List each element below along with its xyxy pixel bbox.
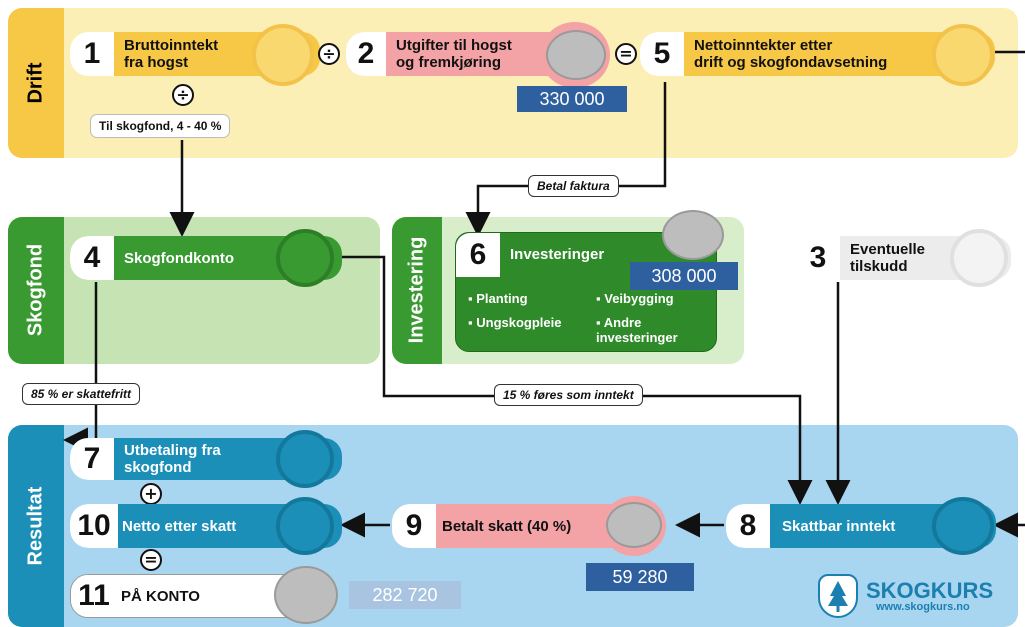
edge-label-faktura: Betal faktura [528,175,619,197]
brand-url: www.skogkurs.no [876,601,970,613]
node-1-number: 1 [70,32,114,76]
node-9-amount: 59 280 [586,563,694,591]
equals-operator-2: = [140,549,162,571]
coin-icon [932,24,994,86]
node-9-number: 9 [392,504,436,548]
node-6-investeringer: 6 Investeringer ▪ Planting ▪ Veibygging … [455,232,717,352]
node-5-number: 5 [640,32,684,76]
coin-icon [276,430,334,488]
node-8-number: 8 [726,504,770,548]
coin-stack-icon [606,502,662,548]
divide-operator-2: ÷ [172,84,194,106]
coin-icon [932,497,994,555]
equals-operator: = [615,43,637,65]
edge-label-skattefritt: 85 % er skattefritt [22,383,141,405]
bullet-veibygging: ▪ Veibygging [596,291,674,306]
coin-stack-icon [274,566,338,624]
node-7-number: 7 [70,438,114,480]
plus-operator: + [140,483,162,505]
node-11-number: 11 [71,575,117,617]
divide-operator: ÷ [318,43,340,65]
brand-name: SKOGKURS [866,578,994,603]
edge-label-skogfond: Til skogfond, 4 - 40 % [90,114,231,138]
node-10-number: 10 [70,504,118,548]
coin-stack-icon [662,210,724,260]
node-11-text: PÅ KONTO [121,587,200,605]
investering-tab [392,217,442,364]
bullet-planting: ▪ Planting [468,291,528,306]
bullet-ungskogpleie: ▪ Ungskogpleie [468,315,562,330]
node-8-text: Skattbar inntekt [782,517,896,535]
edge-label-inntekt: 15 % føres som inntekt [494,384,643,406]
node-6-amount: 308 000 [630,262,738,290]
node-2-amount: 330 000 [517,86,627,112]
coin-stack-icon [546,30,606,80]
coin-icon [276,229,334,287]
drift-tab [8,8,64,158]
resultat-tab [8,425,64,627]
skogfond-tab [8,217,64,364]
bullet-andre: ▪ Andre investeringer [596,315,678,345]
arrow-skattefritt [63,282,98,453]
node-9-text: Betalt skatt (40 %) [442,517,572,535]
node-6-number: 6 [456,233,500,277]
node-4-number: 4 [70,236,114,280]
tree-logo-icon [818,574,858,618]
node-4-text: Skogfondkonto [124,249,234,267]
arrow-inntekt [342,255,813,505]
coin-icon [276,497,334,555]
node-2-number: 2 [346,32,386,76]
node-10-text: Netto etter skatt [122,517,237,535]
node-3-number: 3 [796,236,840,280]
node-6-text: Investeringer [510,246,605,263]
coin-icon [950,229,1008,287]
coin-icon [252,24,314,86]
node-11-amount: 282 720 [349,581,461,609]
